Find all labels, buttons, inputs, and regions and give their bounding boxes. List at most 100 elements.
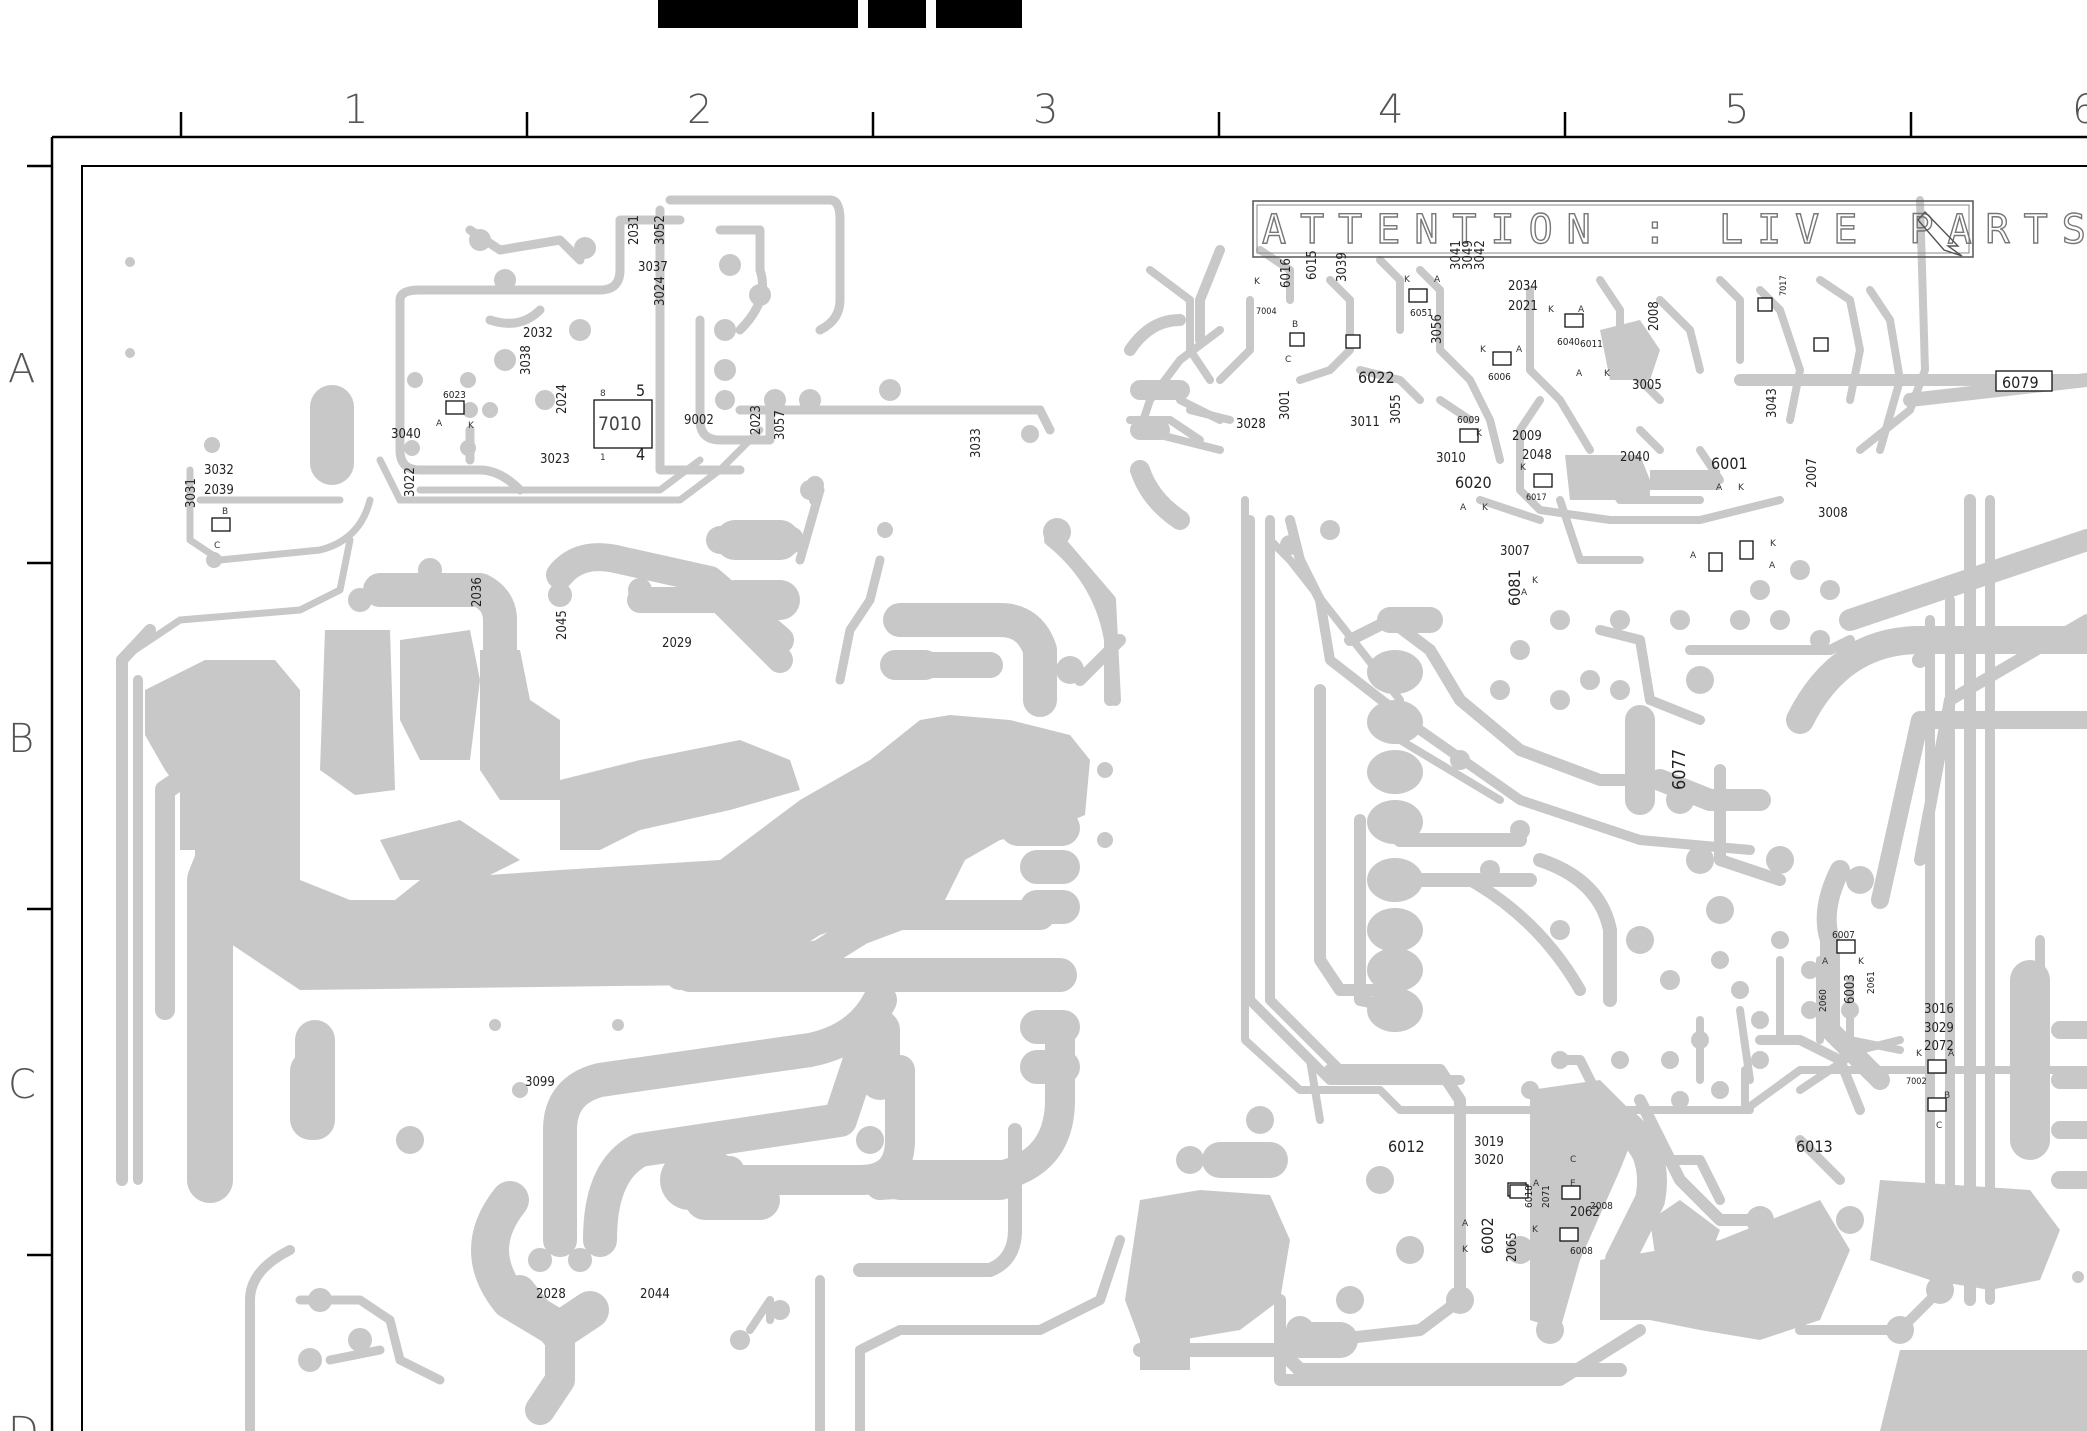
component-ref: 2023 [749,405,764,435]
component-ref: 2028 [536,1287,566,1302]
component-labels: 2031 3052 3037 3024 2032 3038 6023 2024 … [184,215,2039,1302]
component-ref: 3028 [1236,417,1266,432]
component-ref: 2060 [1818,989,1829,1012]
svg-text:B: B [222,507,228,517]
component-ref: 3043 [1765,388,1780,418]
svg-text:1: 1 [600,453,606,463]
svg-text:C: C [1936,1121,1942,1131]
svg-text:K: K [468,421,475,431]
svg-text:B: B [1292,320,1298,330]
component-ref: 6051 [1410,308,1433,319]
svg-text:K: K [1532,1225,1539,1235]
svg-text:K: K [1254,277,1261,287]
component-ref: 3005 [1632,378,1662,393]
svg-text:A: A [1521,588,1528,598]
svg-text:A: A [1690,551,1697,561]
component-ref: 2048 [1522,448,1552,463]
component-ref: 2062 [1570,1205,1600,1220]
component-ref: 6009 [1457,415,1480,426]
svg-text:K: K [1532,576,1539,586]
component-ref: 6016 [1279,258,1294,288]
svg-text:4: 4 [636,445,645,464]
svg-text:A: A [1822,957,1829,967]
component-ref: 2032 [523,326,553,341]
svg-text:B: B [1944,1091,1950,1101]
component-ref: 3020 [1474,1153,1504,1168]
svg-text:A: A [1576,369,1583,379]
component-ref: 3024 [653,276,668,306]
component-ref: 6020 [1455,473,1492,492]
component-ref: 2036 [470,577,485,607]
component-ref: 6012 [1388,1137,1425,1156]
svg-text:K: K [1604,369,1611,379]
component-ref: 2008 [1647,301,1662,331]
component-ref: 6081 [1505,569,1524,606]
component-ref: 3029 [1924,1021,1954,1036]
svg-text:K: K [1548,305,1555,315]
svg-text:A: A [1516,345,1523,355]
component-ref: 6040 [1557,337,1580,348]
component-ref: 2071 [1541,1185,1552,1208]
live-parts-warning: ATTENTION : LIVE PARTS [1252,200,2087,258]
component-ref: 7004 [1256,307,1277,317]
component-ref: 6006 [1488,372,1511,383]
component-ref: 6001 [1711,454,1748,473]
grid-row-label: D [8,1409,39,1431]
component-ref: 3011 [1350,415,1380,430]
copper-left [116,195,1126,1431]
component-ref: 3040 [391,427,421,442]
svg-text:K: K [1480,345,1487,355]
svg-text:8: 8 [600,389,606,399]
ic-7010: 8 5 1 4 [600,381,645,464]
component-ref: 3049 [1461,240,1476,270]
svg-text:E: E [1570,1179,1576,1189]
component-ref: 2031 [627,215,642,245]
component-ref: 6077 [1669,749,1690,790]
svg-text:K: K [1476,429,1483,439]
copper-right [1124,196,2087,1431]
component-ref: 3055 [1389,394,1404,424]
component-ref: 2008 [1590,1201,1613,1212]
grid-row-label: C [8,1062,36,1108]
component-ref: 6013 [1796,1137,1833,1156]
header-bar [658,0,858,28]
component-ref: 2040 [1620,450,1650,465]
component-ref: 6002 [1478,1217,1497,1254]
board-outline [81,165,2087,1431]
svg-text:K: K [1404,275,1411,285]
grid-row-label: B [8,716,34,762]
component-ref: 7017 [1779,275,1789,296]
component-ref: 3099 [525,1075,555,1090]
component-ref: 3019 [1474,1135,1504,1150]
component-ref: 3016 [1924,1002,1954,1017]
svg-text:A: A [1533,1179,1540,1189]
component-ref: 3033 [969,428,984,458]
svg-text:A: A [1716,483,1723,493]
component-ref: 6007 [1832,930,1855,941]
component-ref: 3042 [1473,240,1488,270]
component-ref: 2065 [1505,1232,1520,1262]
grid-frame [27,112,2087,1431]
component-ref: 2009 [1512,429,1542,444]
svg-text:K: K [1858,957,1865,967]
component-ref: 3023 [540,452,570,467]
component-ref: 3031 [184,478,199,508]
component-ref: 3022 [403,467,418,497]
component-ref: 2045 [555,610,570,640]
grid-column-label: 3 [1033,87,1058,133]
component-ref: 3052 [653,215,668,245]
component-ref: 9002 [684,413,714,428]
warning-text: ATTENTION : LIVE PARTS [1262,207,2087,253]
pin-letters: A K B C K K A B C K A K A A K K A K A K … [214,275,1955,1255]
svg-text:C: C [214,541,220,551]
svg-text:C: C [1570,1155,1576,1165]
component-ref: 3056 [1430,314,1445,344]
component-ref: 6008 [1570,1246,1593,1257]
component-ref: 3008 [1818,506,1848,521]
component-ref: 2007 [1805,458,1820,488]
component-ref: 3001 [1278,390,1293,420]
component-ref: 3039 [1335,252,1350,282]
grid-column-label: 2 [687,87,712,133]
component-ref: 3007 [1500,544,1530,559]
svg-text:A: A [1769,561,1776,571]
